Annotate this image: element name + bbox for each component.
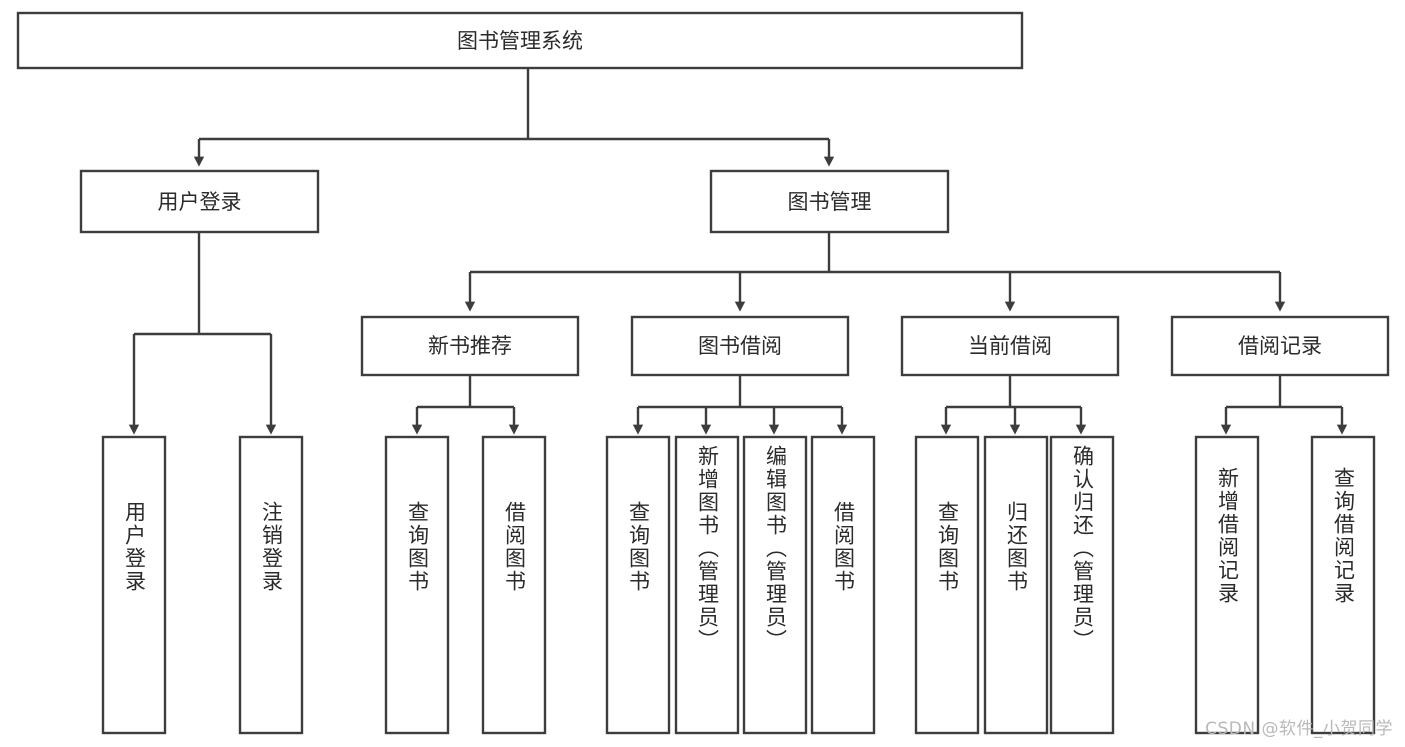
node-root-label: 图书管理系统: [457, 29, 583, 53]
node-leaf-user-login-box[interactable]: [101, 435, 167, 735]
node-root-box[interactable]: [16, 11, 1024, 70]
node-current-borrow-label: 当前借阅: [968, 334, 1052, 358]
node-leaf-add-book-admin-box[interactable]: [674, 435, 740, 735]
node-current-borrow-box[interactable]: [900, 315, 1120, 377]
node-leaf-return-book-box[interactable]: [983, 435, 1049, 735]
node-leaf-confirm-return-admin-box[interactable]: [1049, 435, 1115, 735]
node-user-login-label: 用户登录: [158, 190, 242, 214]
node-borrow-record-label: 借阅记录: [1238, 334, 1322, 358]
node-book-manage-label: 图书管理: [788, 190, 872, 214]
node-leaf-query-book-3-box[interactable]: [914, 435, 980, 735]
csdn-watermark: CSDN @软件_小贺同学: [1205, 719, 1393, 739]
node-leaf-borrow-book-2-box[interactable]: [810, 435, 876, 735]
node-book-borrow-box[interactable]: [630, 315, 850, 377]
node-leaf-add-borrow-record-box[interactable]: [1194, 435, 1260, 735]
node-book-borrow-label: 图书借阅: [698, 334, 782, 358]
node-leaf-query-book-1-box[interactable]: [384, 435, 450, 735]
node-leaf-query-book-2-box[interactable]: [605, 435, 671, 735]
node-leaf-edit-book-admin-box[interactable]: [742, 435, 808, 735]
node-leaf-query-borrow-record-box[interactable]: [1310, 435, 1376, 735]
node-new-book-rec-box[interactable]: [360, 315, 580, 377]
node-book-manage-box[interactable]: [709, 169, 950, 234]
node-new-book-rec-label: 新书推荐: [428, 334, 512, 358]
node-leaf-logout-box[interactable]: [238, 435, 304, 735]
node-borrow-record-box[interactable]: [1170, 315, 1390, 377]
node-leaf-borrow-book-1-box[interactable]: [481, 435, 547, 735]
